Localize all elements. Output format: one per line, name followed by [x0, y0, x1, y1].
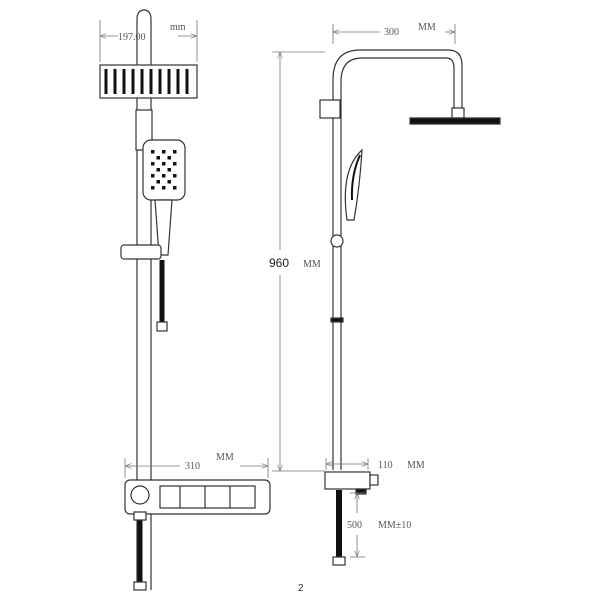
shelf-unit: MM [216, 452, 234, 463]
rain-shower-head [99, 64, 198, 99]
height-unit: MM [303, 259, 321, 270]
nozzle-dot [162, 186, 166, 190]
left-front-view [99, 9, 271, 591]
nozzle-dot [151, 150, 155, 154]
nozzle-dot [162, 150, 166, 154]
hose-nut [156, 321, 168, 332]
nozzle-dot [173, 174, 177, 178]
nozzle-dot [151, 162, 155, 166]
shelf-dimension-label: 310 [185, 461, 200, 472]
width-unit: mm [170, 22, 186, 33]
hose-dimension-label: 500 [347, 520, 362, 531]
right-side-view [319, 49, 501, 566]
hand-shower-side [344, 148, 363, 221]
nozzle-dot [156, 168, 160, 172]
nozzle-dot [162, 162, 166, 166]
nozzle-dot [162, 174, 166, 178]
nozzle-dot [167, 156, 171, 160]
page-number: 2 [298, 583, 304, 594]
nozzle-dot [173, 186, 177, 190]
nozzle-dot [173, 150, 177, 154]
pole-joint [330, 234, 344, 248]
riser-pole-side [332, 49, 463, 470]
mixer-block-side [324, 471, 371, 490]
arm-dimension-label: 300 [384, 27, 399, 38]
base-unit: MM [407, 460, 425, 471]
width-dimension-label: 197.00 [118, 32, 146, 43]
nozzle-dot [156, 156, 160, 160]
nozzle-dot [151, 174, 155, 178]
nozzle-dot [167, 180, 171, 184]
shelf-mixer [124, 479, 271, 515]
slide-holder [120, 244, 162, 260]
hand-shower-head [142, 139, 186, 201]
nozzle-dot [173, 162, 177, 166]
arm-unit: MM [418, 22, 436, 33]
hose-unit: MM±10 [378, 520, 411, 531]
nozzle-dot [151, 186, 155, 190]
left-dimensions [99, 20, 269, 478]
riser-pole [136, 9, 152, 590]
base-dimension-label: 110 [378, 460, 393, 471]
arm-connector [319, 99, 341, 119]
hand-shower-handle [154, 199, 173, 256]
nozzle-dot [167, 168, 171, 172]
nozzle-dot [156, 180, 160, 184]
overhead-shower-head [409, 117, 501, 125]
right-dimensions [272, 24, 456, 558]
height-dimension-label: 960 [269, 256, 289, 270]
